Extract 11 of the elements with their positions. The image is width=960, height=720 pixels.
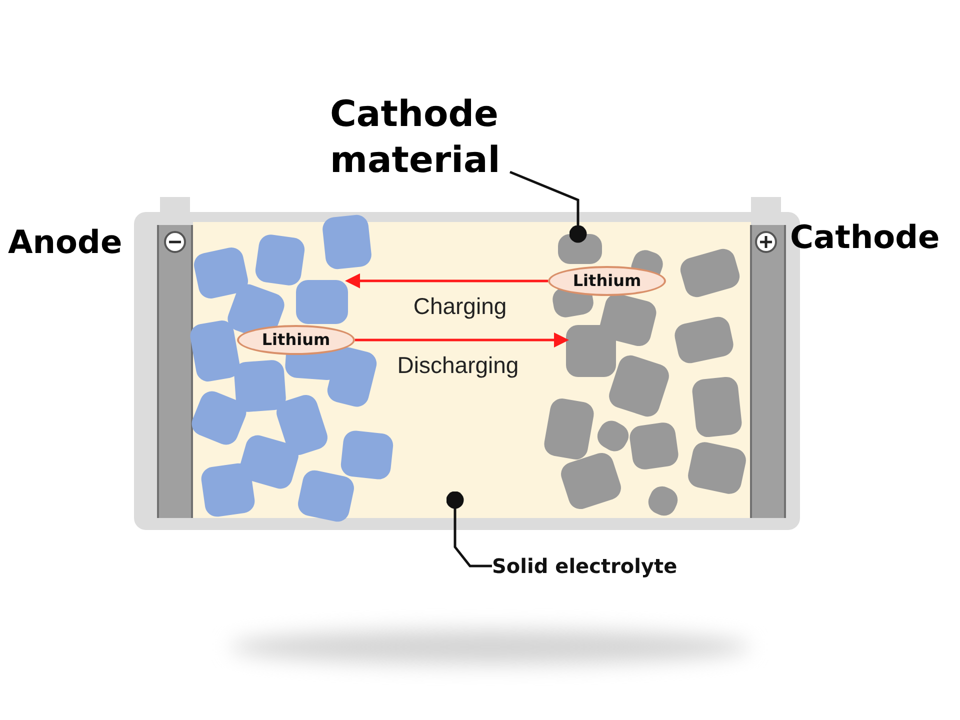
arrow: [345, 273, 548, 288]
particle: [296, 280, 348, 324]
callout-text: Solid electrolyte: [492, 553, 678, 580]
leader-line: [446, 491, 492, 568]
arrow: [355, 332, 569, 348]
electrode-label: Cathode: [790, 217, 940, 257]
electrode-label: Anode: [8, 222, 122, 262]
ion-label: Lithium: [262, 329, 330, 351]
callout-text: Cathode material: [330, 93, 502, 183]
ion-label: Lithium: [572, 270, 642, 292]
leader-line: [510, 170, 587, 243]
